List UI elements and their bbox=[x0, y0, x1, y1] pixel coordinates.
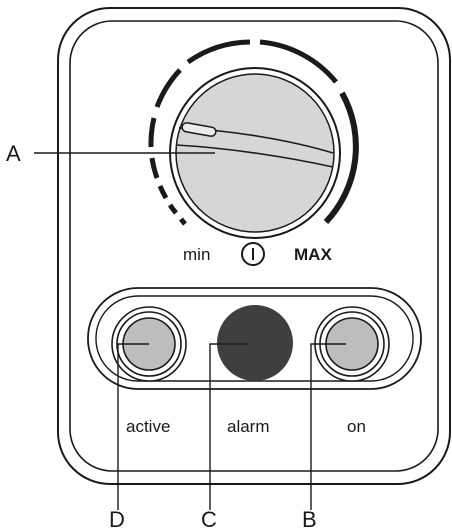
on-label: on bbox=[347, 417, 366, 436]
callout-d: D bbox=[109, 507, 125, 529]
scale-segment bbox=[259, 39, 338, 84]
device-inner-housing bbox=[69, 20, 439, 472]
callout-line-c bbox=[209, 343, 248, 510]
scale-segment bbox=[157, 184, 169, 200]
device-outer-housing bbox=[57, 7, 451, 485]
dial-min-label: min bbox=[183, 245, 210, 264]
scale-segment bbox=[154, 68, 182, 108]
scale-segment bbox=[186, 39, 251, 65]
scale-segment bbox=[149, 157, 160, 179]
dial-pointer-groove-lower bbox=[175, 144, 334, 168]
button-panel-outer bbox=[87, 287, 422, 390]
dial-pointer-slot bbox=[181, 122, 217, 137]
power-icon bbox=[241, 242, 265, 266]
alarm-label: alarm bbox=[227, 417, 270, 436]
callout-b: B bbox=[302, 507, 317, 529]
dial-max-label: MAX bbox=[294, 245, 332, 264]
on-indicator bbox=[314, 306, 390, 382]
callout-line-b bbox=[310, 343, 346, 510]
callout-line-d bbox=[117, 343, 149, 510]
active-label: active bbox=[126, 417, 170, 436]
scale-segment bbox=[148, 117, 157, 148]
button-panel-inner bbox=[95, 295, 414, 382]
scale-segment bbox=[179, 217, 187, 226]
callout-c: C bbox=[201, 507, 217, 529]
callout-a: A bbox=[6, 141, 21, 166]
temperature-dial[interactable] bbox=[169, 67, 341, 239]
callout-lines bbox=[34, 152, 346, 510]
alarm-indicator bbox=[217, 305, 293, 381]
dial-scale bbox=[148, 39, 359, 226]
scale-segment bbox=[323, 91, 359, 225]
scale-segment bbox=[167, 203, 178, 215]
